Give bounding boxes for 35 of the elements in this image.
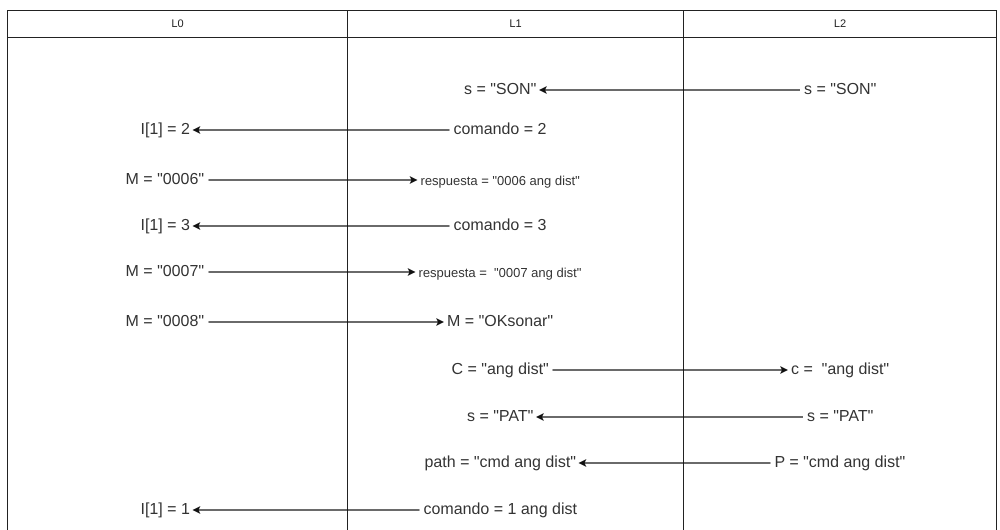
arrow [208, 318, 444, 326]
variable-assignment: path = "cmd ang dist" [420, 448, 580, 478]
swimlane [683, 10, 997, 530]
lane-header: L1 [348, 11, 683, 38]
arrow [192, 222, 450, 230]
arrow [552, 366, 788, 374]
variable-assignment: M = "0006" [122, 165, 208, 195]
variable-assignment: comando = 1 ang dist [420, 495, 581, 525]
variable-assignment: I[1] = 3 [136, 211, 194, 241]
variable-assignment: respuesta = "0006 ang dist" [416, 165, 584, 195]
swimlane [7, 10, 348, 530]
variable-assignment: P = "cmd ang dist" [770, 448, 910, 478]
arrow [192, 126, 450, 134]
variable-assignment: C = "ang dist" [448, 355, 553, 385]
variable-assignment: comando = 3 [450, 211, 550, 241]
variable-assignment: s = "PAT" [803, 402, 878, 432]
arrow [578, 459, 770, 467]
arrow [208, 176, 418, 184]
arrow [208, 268, 416, 276]
arrow [539, 86, 800, 94]
variable-assignment: s = "SON" [800, 75, 880, 105]
variable-assignment: comando = 2 [450, 115, 550, 145]
arrow [192, 506, 420, 514]
variable-assignment: s = "SON" [460, 75, 540, 105]
variable-assignment: s = "PAT" [463, 402, 538, 432]
lane-header: L2 [684, 11, 996, 38]
lane-header: L0 [8, 11, 347, 38]
variable-assignment: M = "0008" [122, 307, 208, 337]
variable-assignment: respuesta = "0007 ang dist" [414, 257, 586, 287]
variable-assignment: c = "ang dist" [787, 355, 894, 385]
arrow [536, 413, 803, 421]
variable-assignment: M = "OKsonar" [443, 307, 558, 337]
variable-assignment: I[1] = 2 [136, 115, 194, 145]
variable-assignment: I[1] = 1 [136, 495, 194, 525]
variable-assignment: M = "0007" [122, 257, 208, 287]
